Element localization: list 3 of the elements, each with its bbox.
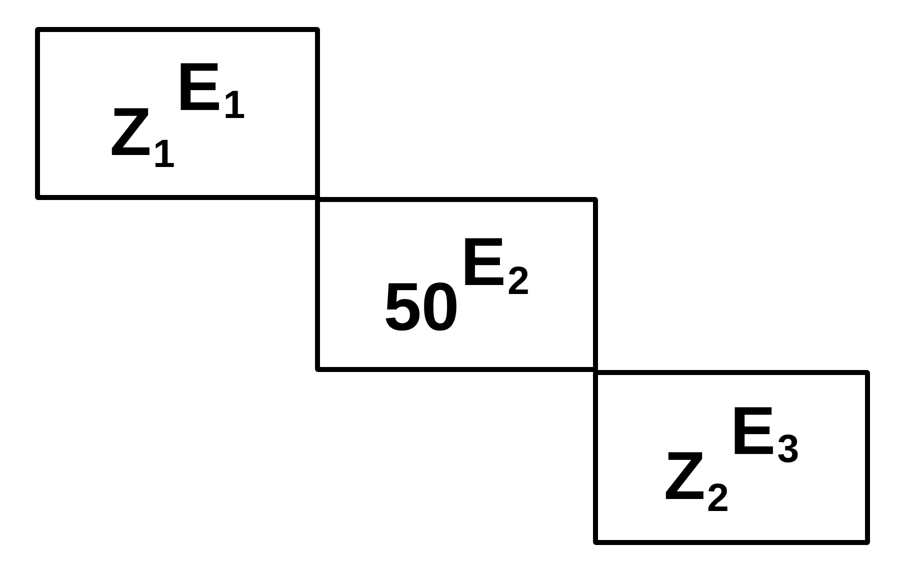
term-box: [593, 370, 870, 545]
term-box: [35, 27, 320, 200]
term-box: [315, 197, 598, 372]
